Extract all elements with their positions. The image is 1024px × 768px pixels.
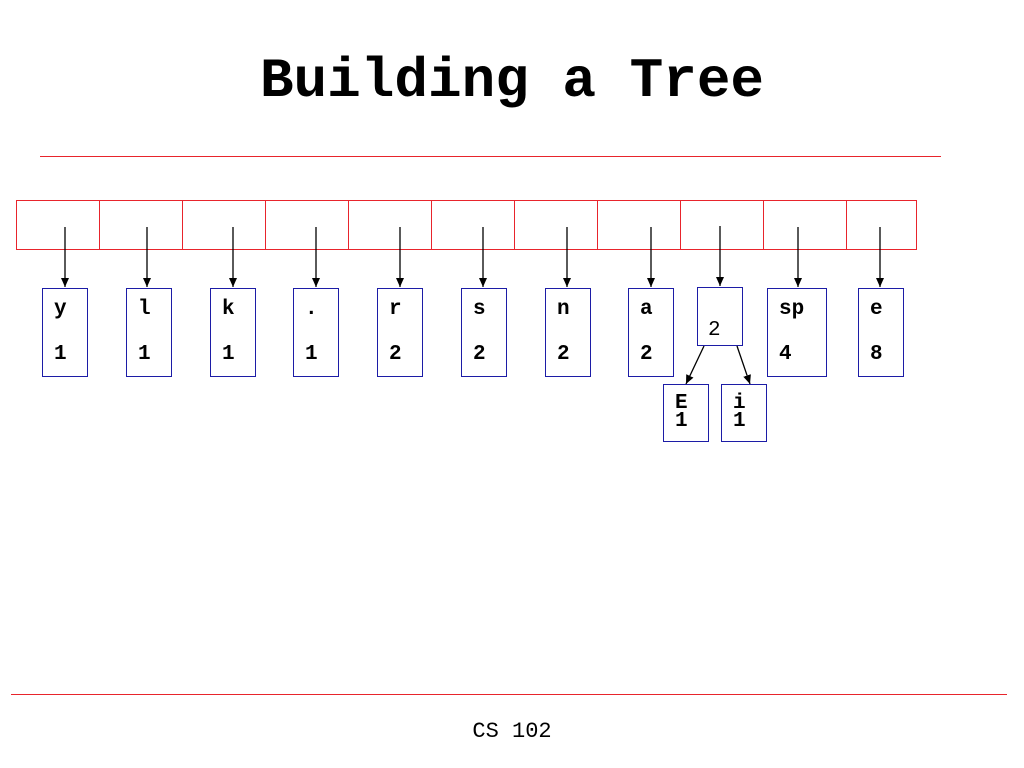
tree-edge-left xyxy=(685,345,705,385)
internal-tree-node: 2 xyxy=(697,287,743,346)
node-char: k xyxy=(222,298,235,321)
node-char: E xyxy=(675,392,688,415)
node-weight: 1 xyxy=(675,410,688,433)
node-char: s xyxy=(473,298,486,321)
tree-node: k 1 xyxy=(210,288,256,377)
node-weight: 1 xyxy=(54,343,67,366)
tree-node: a 2 xyxy=(628,288,674,377)
slide-footer: CS 102 xyxy=(472,719,552,744)
node-weight: 1 xyxy=(733,410,746,433)
node-weight: 1 xyxy=(138,343,151,366)
tree-node: l 1 xyxy=(126,288,172,377)
slide-title: Building a Tree xyxy=(259,49,765,113)
node-char: a xyxy=(640,298,653,321)
child-tree-node: E 1 xyxy=(663,384,709,442)
node-char: n xyxy=(557,298,570,321)
node-weight: 1 xyxy=(222,343,235,366)
child-tree-node: i 1 xyxy=(721,384,767,442)
node-weight: 2 xyxy=(473,343,486,366)
tree-node: . 1 xyxy=(293,288,339,377)
node-char: . xyxy=(305,298,318,321)
node-weight: 8 xyxy=(870,343,883,366)
node-char: sp xyxy=(779,298,805,321)
node-weight: 2 xyxy=(557,343,570,366)
node-weight: 2 xyxy=(708,319,721,342)
title-divider xyxy=(40,156,941,157)
node-weight: 2 xyxy=(640,343,653,366)
footer-divider xyxy=(11,694,1007,695)
tree-node: sp 4 xyxy=(767,288,827,377)
tree-node: y 1 xyxy=(42,288,88,377)
tree-edge-right xyxy=(736,345,751,385)
tree-node: s 2 xyxy=(461,288,507,377)
tree-node: e 8 xyxy=(858,288,904,377)
tree-node: r 2 xyxy=(377,288,423,377)
node-weight: 4 xyxy=(779,343,792,366)
queue-cell xyxy=(846,200,917,250)
node-char: r xyxy=(389,298,402,321)
tree-node: n 2 xyxy=(545,288,591,377)
node-char: e xyxy=(870,298,883,321)
node-weight: 2 xyxy=(389,343,402,366)
priority-queue-array xyxy=(16,200,917,250)
node-weight: 1 xyxy=(305,343,318,366)
node-char: l xyxy=(138,298,151,321)
node-char: y xyxy=(54,298,67,321)
node-char: i xyxy=(733,392,746,415)
